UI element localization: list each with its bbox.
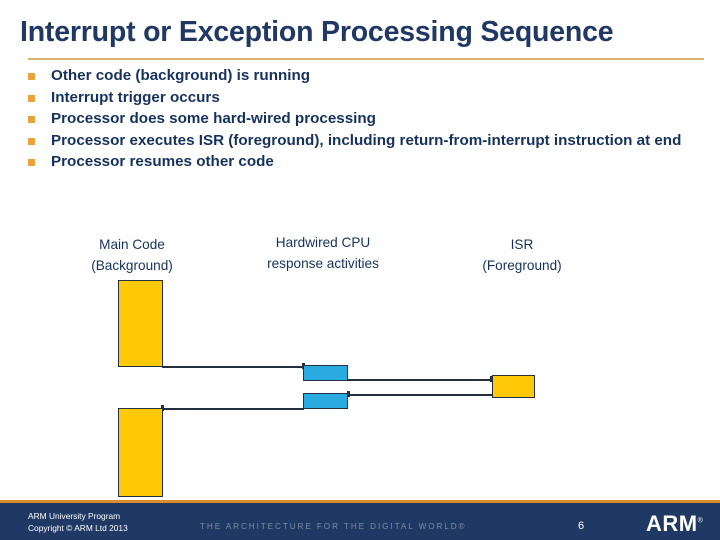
page-title: Interrupt or Exception Processing Sequen… [20, 16, 614, 48]
diagram-column-header-isr: ISR (Foreground) [452, 234, 592, 276]
column-header-line2: (Background) [91, 258, 173, 273]
block-hardwired-exit [303, 393, 348, 409]
list-item-label: Interrupt trigger occurs [51, 88, 220, 106]
list-item: Processor does some hard-wired processin… [22, 109, 712, 130]
list-item-label: Other code (background) is running [51, 67, 311, 84]
arrowhead-icon [347, 391, 350, 397]
column-header-line2: (Foreground) [482, 258, 562, 273]
arrowhead-icon [490, 376, 493, 382]
list-item: Processor executes ISR (foreground), inc… [22, 131, 720, 152]
list-item-label: Processor does some hard-wired processin… [51, 110, 376, 127]
bullet-square-icon [28, 94, 35, 102]
list-item-label: Processor executes ISR (foreground), inc… [51, 131, 682, 149]
connector-hardwired-to-main [162, 408, 304, 410]
block-hardwired-entry [303, 365, 348, 381]
block-main-code-before [118, 280, 163, 367]
connector-main-to-hardwired [162, 366, 304, 368]
page-number: 6 [578, 520, 585, 532]
block-isr [492, 375, 535, 398]
arrowhead-icon [302, 363, 305, 369]
list-item-label: Processor resumes other code [51, 153, 274, 170]
bullet-square-icon [28, 116, 35, 123]
arm-logo-text: ARM [646, 511, 698, 536]
footer-org-line2: Copyright © ARM Ltd 2013 [28, 522, 128, 533]
bullet-square-icon [28, 73, 35, 80]
connector-hardwired-to-isr [347, 379, 493, 381]
column-header-line1: ISR [510, 237, 534, 252]
title-divider [28, 58, 704, 60]
registered-mark-icon: ® [697, 517, 704, 525]
column-header-line1: Hardwired CPU [275, 235, 371, 250]
diagram-column-header-main-code: Main Code (Background) [62, 234, 202, 276]
arrowhead-icon [161, 405, 164, 411]
bullet-square-icon [28, 137, 35, 145]
connector-isr-to-hardwired [347, 394, 493, 396]
list-item: Processor resumes other code [22, 152, 712, 173]
arm-logo: ARM® [646, 511, 703, 537]
footer-org-line1: ARM University Program [28, 511, 121, 521]
list-item: Other code (background) is running [22, 66, 712, 87]
list-item: Interrupt trigger occurs [22, 88, 712, 109]
footer-copyright: ARM University Program Copyright © ARM L… [28, 511, 128, 534]
slide-footer: ARM University Program Copyright © ARM L… [0, 500, 720, 540]
bullet-square-icon [28, 159, 35, 166]
column-header-line1: Main Code [99, 237, 165, 252]
bullet-list: Other code (background) is running Inter… [22, 66, 712, 174]
column-header-line2: response activities [267, 256, 379, 271]
footer-tagline: THE ARCHITECTURE FOR THE DIGITAL WORLD® [200, 522, 467, 531]
diagram-column-header-hardwired-cpu: Hardwired CPU response activities [248, 232, 398, 274]
block-main-code-after [118, 408, 163, 497]
